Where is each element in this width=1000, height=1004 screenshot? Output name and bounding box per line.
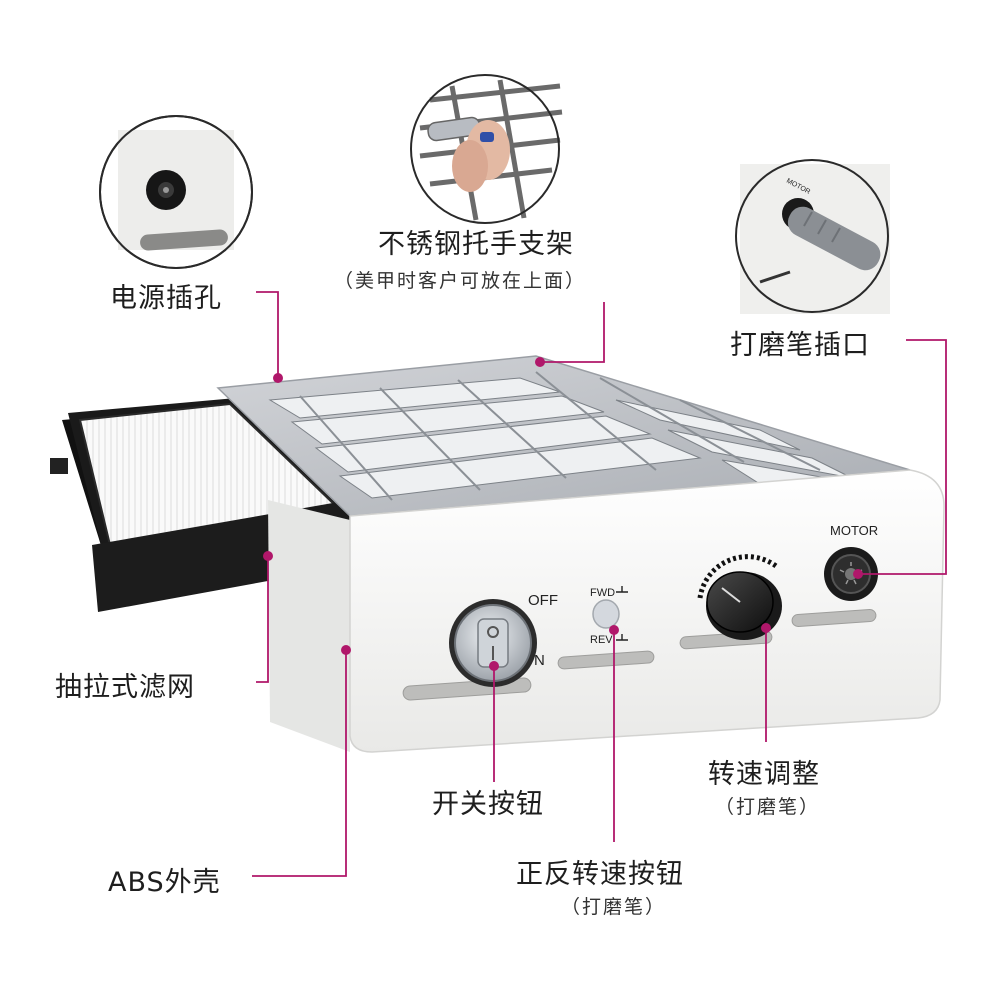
drill-port[interactable] [824,547,878,601]
callout-speed-knob: 转速调整 [708,759,820,790]
speed-knob[interactable] [697,554,782,640]
callout-hand-rest-note: （美甲时客户可放在上面） [334,270,587,292]
callout-power-socket: 电源插孔 [110,283,222,314]
callout-direction-switch: 正反转速按钮 [516,859,684,890]
detail-drill-port: MOTOR [735,159,890,314]
fwd-symbol-icon [616,586,628,593]
callout-power-switch: 开关按钮 [432,789,544,820]
rev-label: REV [590,634,613,646]
motor-label: MOTOR [830,523,878,538]
callout-leaders [252,291,947,877]
callout-drill-port: 打磨笔插口 [730,330,870,361]
callout-dots [263,357,863,671]
speed-scale-icon [697,554,778,599]
callout-hand-rest: 不锈钢托手支架 [378,229,574,260]
direction-switch[interactable] [592,599,620,629]
detail-power-socket [99,115,253,269]
callout-pull-filter: 抽拉式滤网 [55,672,195,703]
rev-symbol-icon [616,634,628,641]
power-off-icon [487,626,499,638]
power-switch[interactable] [449,599,537,687]
switch-off-label: OFF [528,592,558,609]
filter-pull-tab [50,458,68,474]
callout-speed-knob-note: （打磨笔） [715,796,821,818]
switch-on-label: N [534,652,545,669]
callout-direction-switch-note: （打磨笔） [561,896,667,918]
detail-hand-rest [410,74,563,224]
callout-abs-shell: ABS外壳 [108,867,221,898]
fwd-label: FWD [590,587,615,599]
